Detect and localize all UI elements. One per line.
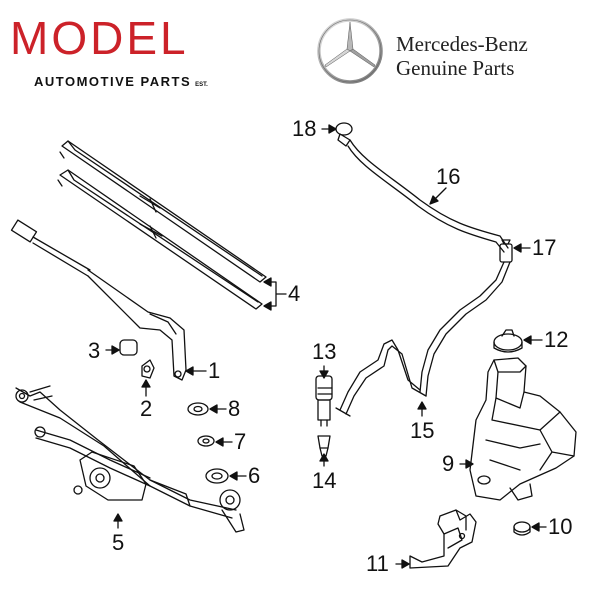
callout-3: 3 [88,338,101,363]
bracket [409,509,477,569]
callout-18: 18 [292,116,317,141]
callout-13: 13 [312,339,337,364]
callout-16: 16 [436,164,461,189]
callout-1: 1 [208,358,221,383]
reservoir-cap [493,329,523,353]
callout-5: 5 [112,530,125,555]
washer-reservoir [469,357,577,501]
nozzle [335,122,353,147]
callout-2: 2 [140,396,153,421]
connector [499,239,513,263]
callout-14: 14 [312,468,337,493]
callout-15: 15 [410,418,435,443]
oem-brand-text: Mercedes-Benz Genuine Parts [396,32,528,80]
brand-word: MODEL [10,12,189,64]
callout-4: 4 [288,281,301,306]
callout-9: 9 [442,451,455,476]
washer-pump [315,375,333,457]
brand-subtitle-text: AUTOMOTIVE PARTS [34,74,192,89]
grommet [513,521,531,536]
callout-12: 12 [544,327,569,352]
wiper-blades [57,140,267,310]
washer-hose [335,139,511,417]
oem-line-2: Genuine Parts [396,56,515,80]
oem-line-1: Mercedes-Benz [396,32,528,56]
mercedes-star-icon [317,18,383,84]
callout-7: 7 [234,429,247,454]
callout-10: 10 [548,514,573,539]
callout-6: 6 [248,463,261,488]
wiper-linkage [15,385,245,533]
callout-11: 11 [366,551,389,576]
small-parts [119,339,229,484]
callout-17: 17 [532,235,557,260]
wiper-arm [10,219,187,381]
callout-arrows [105,124,547,569]
brand-est: EST. [195,82,208,88]
callout-8: 8 [228,396,241,421]
